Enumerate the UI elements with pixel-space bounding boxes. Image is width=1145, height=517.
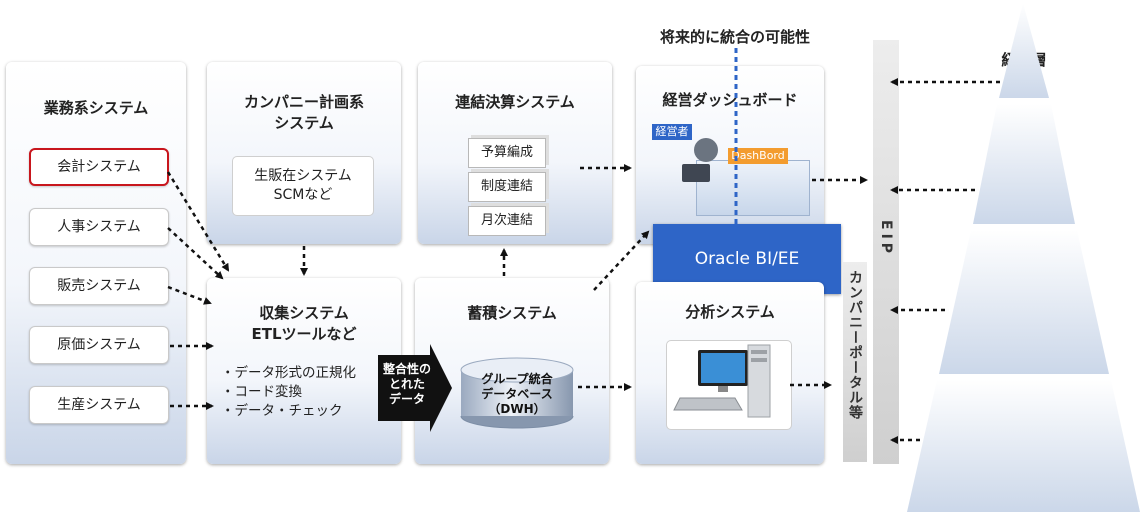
dashboard-panel: 経営ダッシュボード 経営者 DashBord: [636, 66, 824, 244]
dashboard-tag: DashBord: [728, 148, 788, 164]
consolidation-title: 連結決算システム: [455, 93, 575, 111]
dwh-label-2: データベース: [481, 387, 553, 401]
pyramid-executive-label: 経営層: [1001, 51, 1047, 69]
production-system-box[interactable]: 生産システム: [29, 386, 169, 424]
cost-system-box[interactable]: 原価システム: [29, 326, 169, 364]
pyramid-staff-label: スタッフ層: [987, 444, 1063, 462]
sales-inventory-line2: SCMなど: [273, 187, 333, 203]
sales-inventory-box[interactable]: 生販在システム SCMなど: [232, 156, 374, 216]
company-plan-title-2: システム: [274, 114, 334, 132]
executive-laptop-icon: [682, 164, 710, 182]
business-systems-panel: 業務系システム 会計システム 人事システム 販売システム 原価システム 生産シス…: [6, 62, 186, 464]
eip-label: EIP: [878, 220, 894, 258]
pyramid-middle-label: 中間管理層: [987, 297, 1063, 315]
business-systems-title: 業務系システム: [43, 99, 149, 117]
analysis-panel: 分析システム: [636, 282, 824, 464]
workstation-box: [666, 340, 792, 430]
pyramid: [907, 3, 1140, 512]
integration-note: 将来的に統合の可能性: [659, 28, 810, 46]
consistent-data-label: 整合性の とれた データ: [380, 362, 434, 407]
dwh-label: グループ統合 データベース （DWH）: [461, 372, 573, 417]
monthly-consolidation-item[interactable]: 月次連結: [468, 206, 546, 236]
company-portal-strip: [843, 262, 867, 462]
executive-badge: 経営者: [652, 124, 692, 140]
collection-panel: 収集システム ETLツールなど ・データ形式の正規化 ・コード変換 ・データ・チ…: [207, 278, 401, 464]
pyramid-business-label-1: 事業: [1009, 158, 1040, 176]
dwh-label-3: （DWH）: [488, 402, 546, 416]
sales-inventory-line1: 生販在システム: [254, 168, 352, 184]
hr-system-box[interactable]: 人事システム: [29, 208, 169, 246]
analysis-title: 分析システム: [685, 303, 775, 321]
company-portal-label: カンパニーポータル等: [847, 270, 863, 420]
collection-bullet-check: ・データ・チェック: [221, 403, 343, 419]
company-plan-title-1: カンパニー計画系: [243, 93, 364, 111]
dashboard-screen-image: [696, 160, 810, 216]
storage-panel: 蓄積システム: [415, 278, 609, 464]
consolidation-panel: 連結決算システム 予算編成 制度連結 月次連結: [418, 62, 612, 244]
executive-person-icon: [694, 138, 718, 162]
collection-title-1: 収集システム: [259, 304, 349, 322]
statutory-consolidation-item[interactable]: 制度連結: [468, 172, 546, 202]
collection-title-2: ETLツールなど: [251, 325, 357, 343]
consistent-data-label-2: とれた: [388, 377, 425, 391]
collection-bullet-normalize: ・データ形式の正規化: [221, 365, 356, 381]
consistent-data-label-3: データ: [388, 392, 425, 406]
pyramid-business-label-2: 管理層: [1002, 179, 1048, 197]
accounting-system-box[interactable]: 会計システム: [29, 148, 169, 186]
budget-item[interactable]: 予算編成: [468, 138, 546, 168]
dwh-label-1: グループ統合: [481, 372, 553, 386]
dashboard-title: 経営ダッシュボード: [662, 91, 798, 109]
storage-title: 蓄積システム: [467, 304, 557, 322]
eip-strip: [873, 40, 899, 464]
sales-system-box[interactable]: 販売システム: [29, 267, 169, 305]
company-plan-panel: カンパニー計画系 システム 生販在システム SCMなど: [207, 62, 401, 244]
consistent-data-label-1: 整合性の: [382, 362, 431, 376]
collection-bullet-code: ・コード変換: [221, 384, 302, 400]
